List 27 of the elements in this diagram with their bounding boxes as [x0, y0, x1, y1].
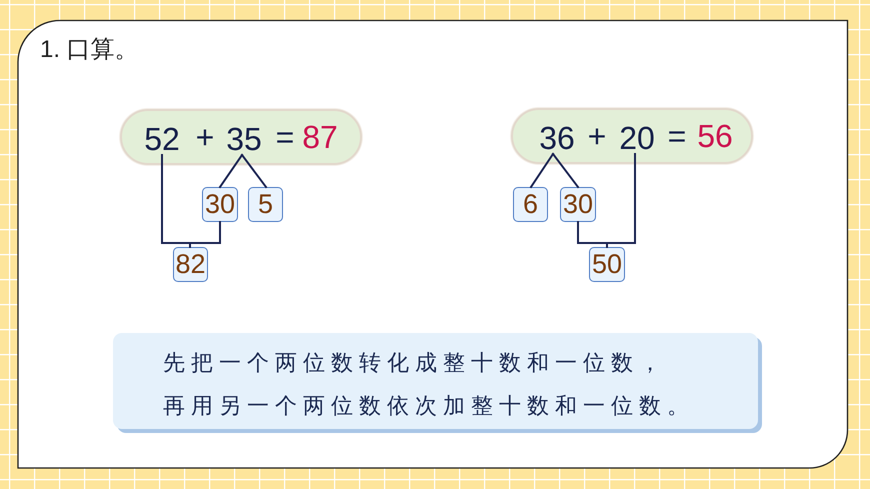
plus-sign: + — [194, 119, 216, 155]
number: 35 — [224, 121, 264, 157]
connector-line — [552, 153, 579, 188]
connector-line — [219, 154, 243, 188]
number: 52 — [142, 121, 182, 157]
note-box — [113, 333, 758, 429]
plus-sign: + — [586, 118, 608, 154]
number-box: 50 — [589, 247, 625, 282]
number-box: 82 — [173, 247, 208, 282]
number: 36 — [537, 120, 577, 156]
number-box: 30 — [202, 187, 238, 222]
number-box: 30 — [560, 187, 596, 222]
number-box: 5 — [248, 187, 283, 222]
equals-sign: = — [274, 119, 296, 155]
note-text: 先把一个两位数转化成整十数和一位数，再用另一个两位数依次加整十数和一位数。 — [163, 350, 695, 421]
connector-line — [530, 153, 554, 188]
connector-line — [189, 221, 221, 248]
connector-line — [241, 154, 267, 188]
equation-pill — [511, 108, 753, 164]
title: 1. 口算。 — [40, 35, 139, 65]
number-box: 6 — [513, 187, 548, 222]
equals-sign: = — [666, 118, 688, 154]
answer-number: 87 — [301, 119, 339, 155]
answer-number: 56 — [696, 118, 734, 154]
equation-pill — [120, 109, 362, 165]
number: 20 — [617, 120, 657, 156]
connector-line — [606, 153, 636, 248]
